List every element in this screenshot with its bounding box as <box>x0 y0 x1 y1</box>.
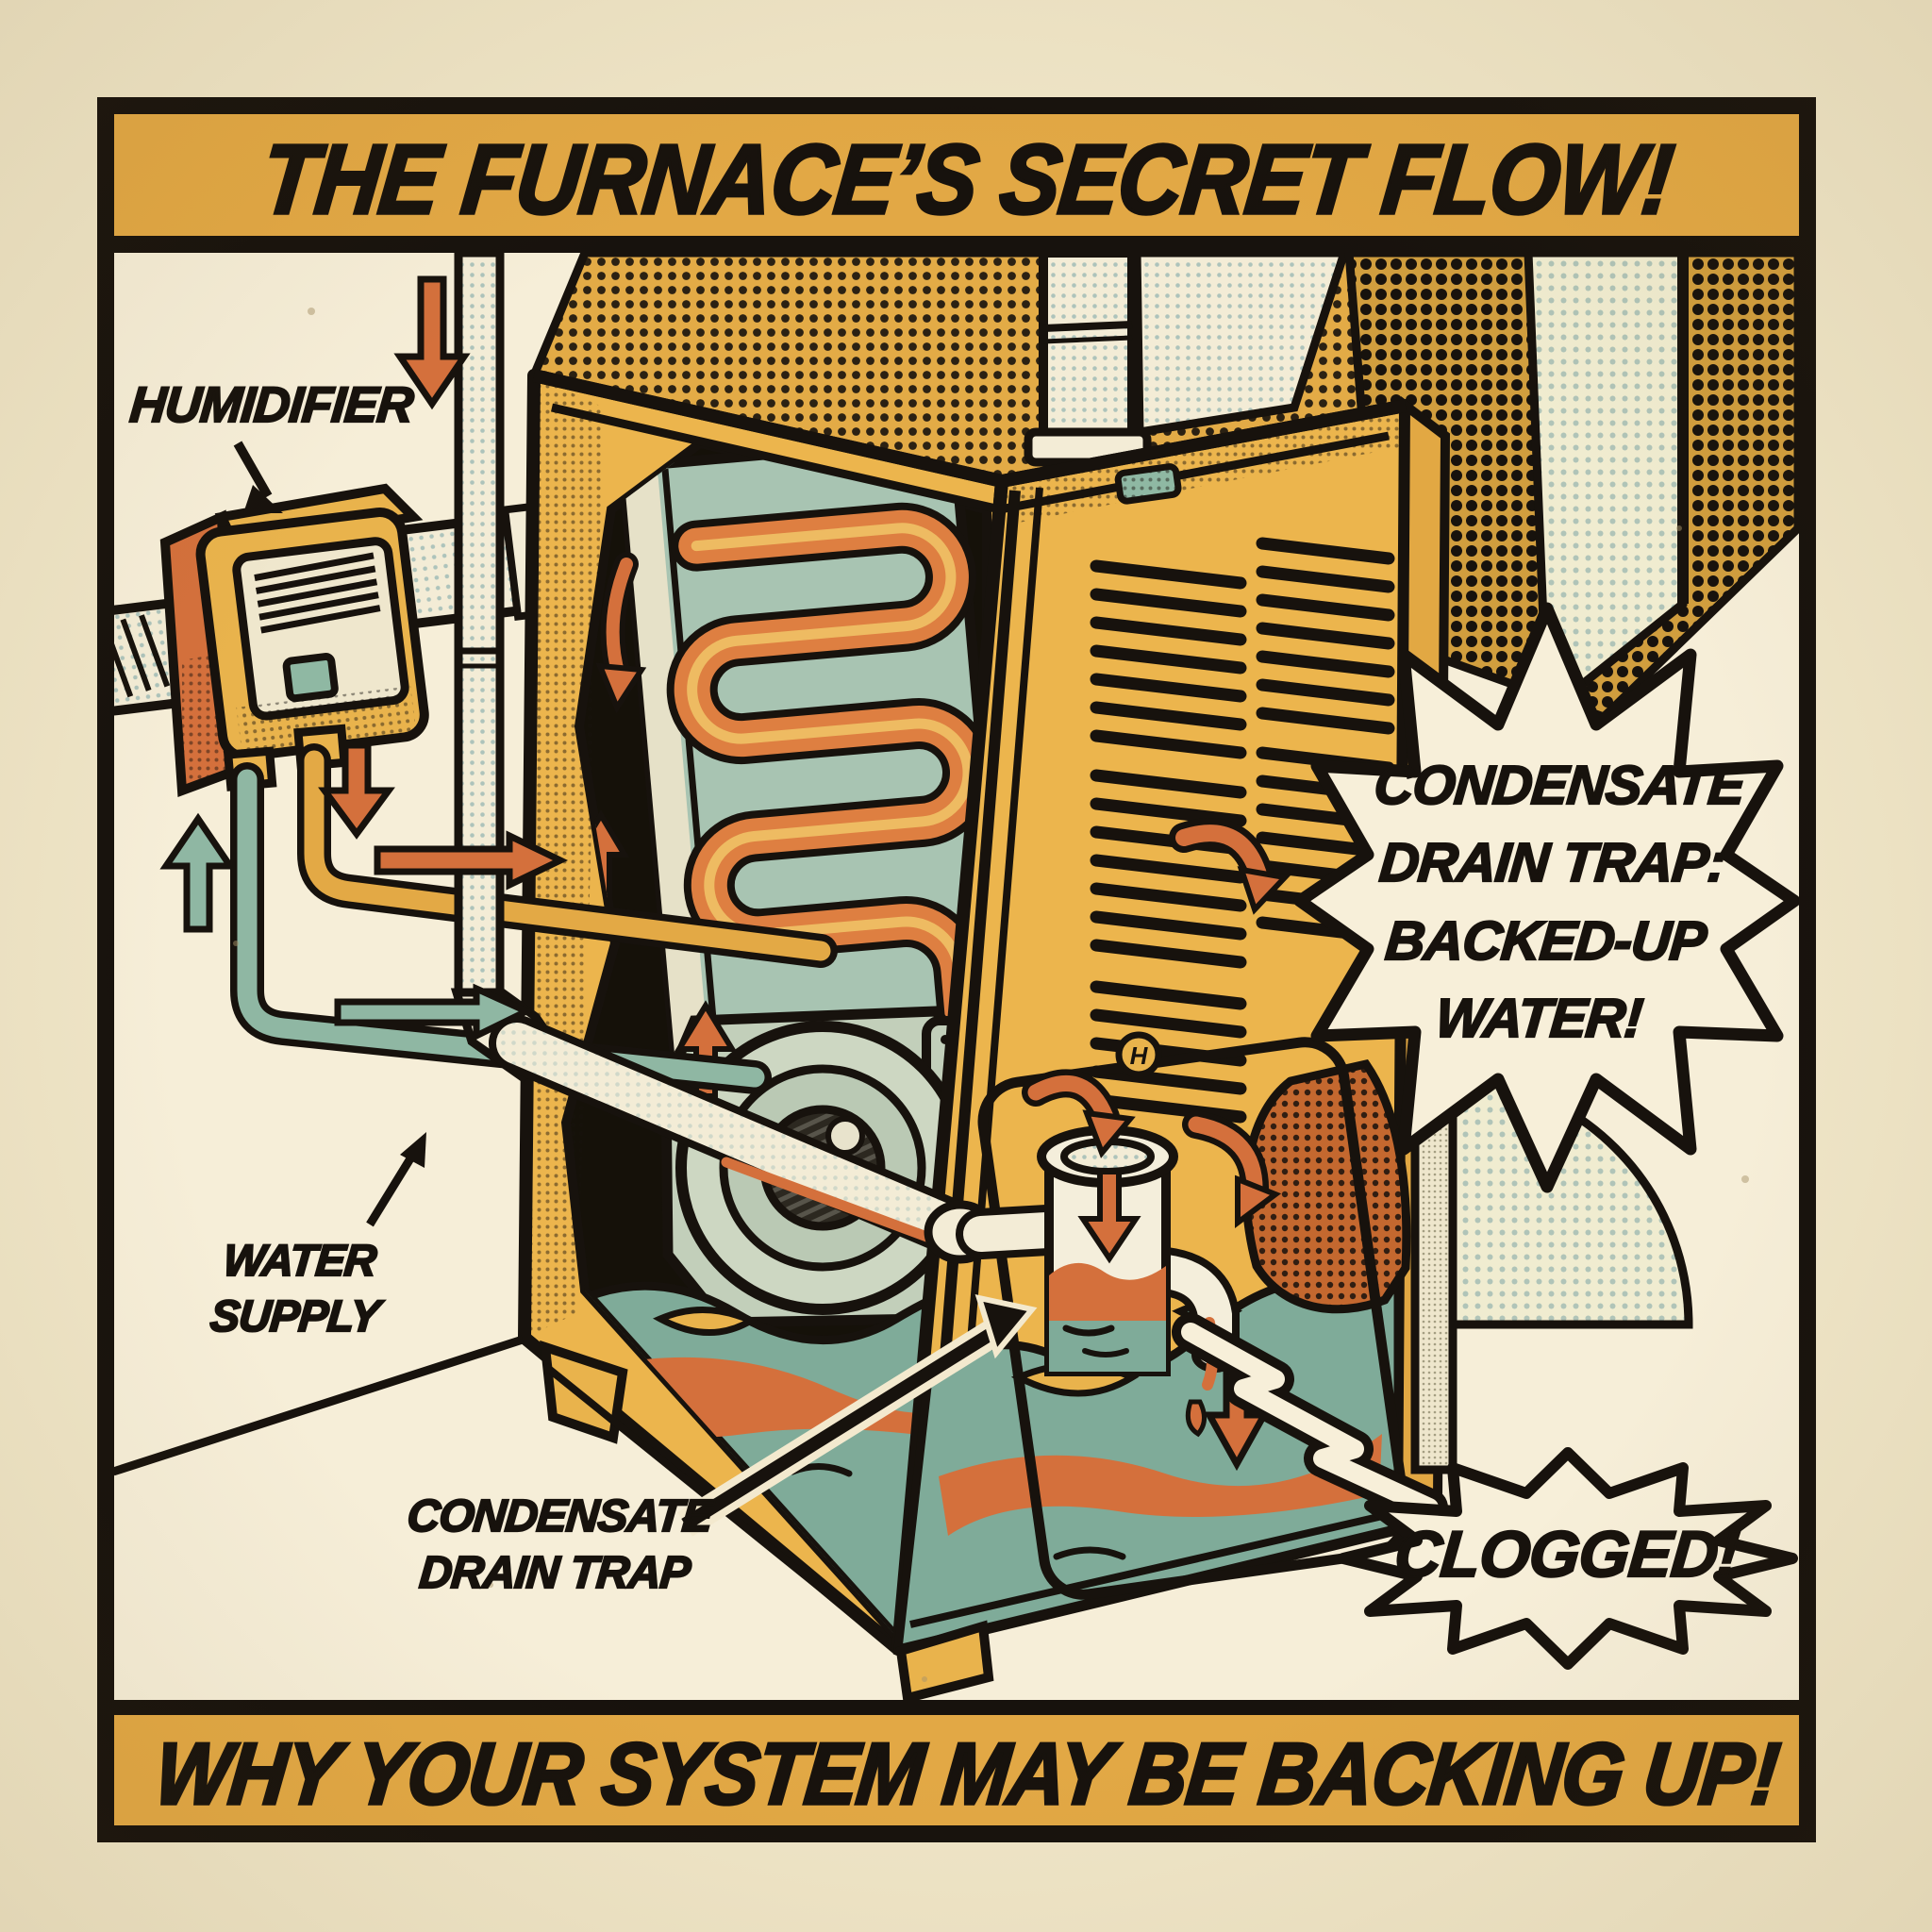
arrow-right-icon <box>374 830 569 891</box>
clogged-bolt <box>1172 1313 1448 1526</box>
top-banner <box>113 113 1800 253</box>
starburst-text-line2: DRAIN TRAP: <box>1376 831 1729 894</box>
water-supply-tube <box>237 769 765 1088</box>
water-supply-label: WATER SUPPLY <box>189 1232 406 1343</box>
brand-badge-letter: H <box>1130 1041 1149 1070</box>
starburst-text-line1: CONDENSATE <box>1371 754 1748 817</box>
arrow-down-icon <box>393 275 471 410</box>
arrow-right-icon <box>334 983 535 1041</box>
trap-label-line2: DRAIN TRAP <box>417 1546 693 1598</box>
trap-pointer <box>677 1293 1038 1537</box>
arrow-up-icon <box>159 812 237 933</box>
arrow-curved-icon <box>1235 1174 1282 1228</box>
arrow-down-icon <box>318 741 395 840</box>
arrow-into-trap-icon <box>1082 1109 1136 1158</box>
flow-arrows <box>159 275 1291 1472</box>
scene: H <box>114 253 1799 1700</box>
water-supply-label-line1: WATER <box>221 1234 379 1286</box>
humidifier-indicator <box>282 653 339 703</box>
starburst-text-line3: BACKED-UP <box>1382 909 1709 973</box>
poster-footer: WHY YOUR SYSTEM MAY BE BACKING UP! <box>149 1724 1785 1824</box>
humidifier-pointer <box>233 441 283 513</box>
humidifier-feed-tube <box>304 750 831 961</box>
panel-frame <box>97 97 1816 1842</box>
humidifier-unit <box>159 483 429 798</box>
water-supply-label-line2: SUPPLY <box>208 1290 382 1341</box>
bottom-banner <box>113 1700 1800 1826</box>
brand-badge <box>1115 1031 1162 1078</box>
airflow-arrow-down-icon <box>606 558 633 682</box>
paper-speckles <box>233 308 1749 1682</box>
humidifier-label: HUMIDIFIER <box>126 376 416 434</box>
clogged-burst <box>1338 1447 1798 1670</box>
condensate-drain-trap-label: CONDENSATE DRAIN TRAP <box>371 1489 743 1601</box>
trap-label-line1: CONDENSATE <box>404 1491 714 1542</box>
flue-pipe <box>1024 253 1152 467</box>
arrow-curved-icon <box>1237 866 1291 915</box>
starburst-callout <box>1293 602 1799 1193</box>
condensate-drain-pipe <box>489 1015 1073 1264</box>
water-supply-pointer <box>366 1132 426 1227</box>
vertical-duct <box>1524 253 1689 722</box>
rust-clog-blob <box>1241 1058 1411 1314</box>
starburst-text-line4: WATER! <box>1432 987 1645 1050</box>
poster-title: THE FURNACE’S SECRET FLOW! <box>255 124 1679 237</box>
starburst-text: CONDENSATE DRAIN TRAP: BACKED-UP WATER! <box>1347 747 1752 1058</box>
clogged-text: CLOGGED! <box>1391 1517 1742 1591</box>
return-duct <box>1132 253 1349 438</box>
arrow-down-icon <box>1077 1169 1141 1264</box>
floor-line <box>114 1335 525 1476</box>
